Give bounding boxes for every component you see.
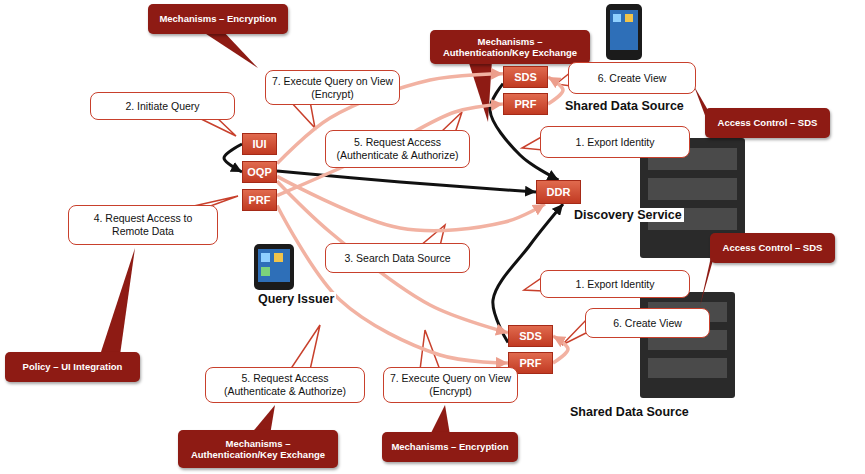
flow-arrow: [277, 181, 508, 332]
component-box: DDR: [536, 180, 581, 204]
node-text: 1. Export Identity: [576, 136, 655, 149]
phone-app: [613, 14, 621, 22]
phone-app: [261, 253, 270, 262]
server-slot: [648, 358, 727, 378]
phone-body: [606, 4, 642, 60]
component-box: IUI: [242, 133, 277, 155]
step-callout: 4. Request Access to Remote Data: [68, 205, 218, 245]
concern-callout: Mechanisms – Encryption: [382, 432, 518, 462]
callout-tail: [200, 30, 258, 68]
phone-body: [254, 244, 294, 290]
node-text: Access Control – SDS: [718, 117, 818, 128]
step-callout: 7. Execute Query on View (Encrypt): [383, 367, 518, 403]
node-text: Mechanisms – Encryption: [391, 441, 508, 452]
node-text: 1. Export Identity: [576, 278, 655, 291]
flow-arrow: [548, 77, 563, 104]
concern-callout: Mechanisms – Authentication/Key Exchange: [178, 430, 338, 468]
node-text: 7. Execute Query on View (Encrypt): [271, 75, 394, 100]
flow-arrow: [553, 336, 568, 363]
concern-callout: Access Control – SDS: [710, 233, 835, 263]
node-text: 5. Request Access (Authenticate & Author…: [211, 372, 359, 397]
step-callout: 5. Request Access (Authenticate & Author…: [325, 130, 470, 168]
node-text: DDR: [547, 186, 571, 198]
callout-tail: [290, 325, 320, 370]
component-box: OQP: [242, 161, 277, 183]
callout-tail: [430, 405, 450, 435]
node-text: 7. Execute Query on View (Encrypt): [389, 372, 512, 397]
node-text: PRF: [249, 194, 271, 206]
entity-label: Query Issuer: [256, 292, 336, 306]
node-text: 6. Create View: [613, 317, 682, 330]
step-callout: 3. Search Data Source: [325, 243, 470, 273]
flow-arrow: [277, 206, 508, 364]
node-text: Access Control – SDS: [723, 242, 823, 253]
phone-icon: [606, 4, 642, 60]
phone-app: [274, 253, 283, 262]
concern-callout: Mechanisms – Authentication/Key Exchange: [430, 30, 590, 64]
node-text: 5. Request Access (Authenticate & Author…: [331, 136, 464, 161]
step-callout: 1. Export Identity: [540, 126, 690, 158]
entity-label: Shared Data Source: [563, 99, 686, 113]
concern-callout: Mechanisms – Encryption: [148, 4, 288, 34]
node-text: SDS: [519, 330, 542, 342]
node-text: Policy – UI Integration: [23, 361, 123, 372]
node-text: 6. Create View: [598, 72, 667, 85]
flow-arrow: [277, 171, 536, 192]
callout-tail: [468, 60, 492, 122]
node-text: IUI: [252, 138, 266, 150]
component-box: SDS: [508, 325, 553, 347]
callout-tail: [290, 101, 315, 128]
step-callout: 2. Initiate Query: [90, 92, 235, 120]
component-box: PRF: [242, 189, 277, 211]
node-text: 2. Initiate Query: [125, 100, 199, 113]
callout-tail: [100, 248, 135, 355]
node-text: 4. Request Access to Remote Data: [74, 212, 212, 237]
flow-arrow: [277, 104, 503, 196]
node-text: Mechanisms – Encryption: [159, 13, 276, 24]
phone-screen: [258, 249, 290, 282]
node-text: OQP: [247, 166, 271, 178]
server-slot: [648, 178, 737, 200]
step-callout: 7. Execute Query on View (Encrypt): [265, 70, 400, 105]
step-callout: 6. Create View: [568, 62, 696, 94]
node-text: PRF: [520, 357, 542, 369]
component-box: SDS: [503, 66, 548, 88]
phone-app: [261, 267, 270, 276]
phone-icon: [254, 244, 294, 290]
phone-app: [625, 14, 633, 22]
node-text: PRF: [515, 98, 537, 110]
step-callout: 5. Request Access (Authenticate & Author…: [205, 367, 365, 403]
step-callout: 1. Export Identity: [540, 270, 690, 298]
phone-screen: [610, 10, 638, 50]
concern-callout: Policy – UI Integration: [5, 352, 140, 382]
step-callout: 6. Create View: [585, 308, 710, 338]
flow-arrow: [224, 144, 242, 172]
node-text: Mechanisms – Authentication/Key Exchange: [184, 438, 332, 461]
concern-callout: Access Control – SDS: [705, 108, 830, 138]
node-text: 3. Search Data Source: [344, 252, 450, 265]
node-text: SDS: [514, 71, 537, 83]
entity-label: Discovery Service: [572, 208, 684, 222]
entity-label: Shared Data Source: [568, 405, 691, 419]
node-text: Mechanisms – Authentication/Key Exchange: [436, 36, 584, 59]
component-box: PRF: [503, 93, 548, 115]
